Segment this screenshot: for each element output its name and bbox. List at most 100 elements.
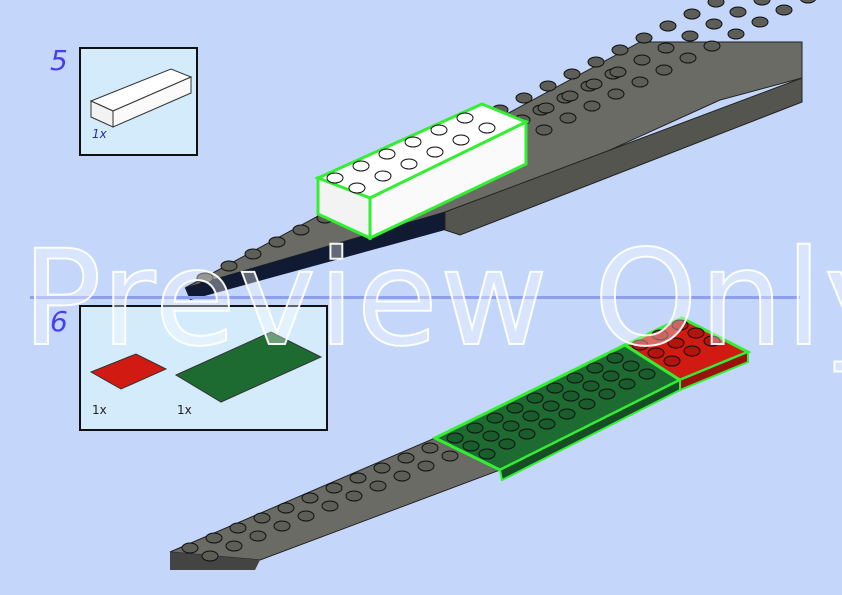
stud bbox=[518, 428, 536, 440]
stud bbox=[775, 4, 793, 16]
stud bbox=[205, 532, 223, 544]
stud bbox=[196, 272, 214, 284]
stud bbox=[397, 452, 415, 464]
stud bbox=[321, 500, 339, 512]
stud bbox=[602, 370, 620, 382]
stud bbox=[566, 372, 584, 384]
stud bbox=[229, 522, 247, 534]
stud bbox=[671, 319, 689, 331]
stud bbox=[348, 182, 366, 194]
watermark: Preview Only bbox=[21, 221, 842, 377]
stud bbox=[539, 80, 557, 92]
step-separator bbox=[30, 296, 800, 299]
stud bbox=[609, 66, 627, 78]
stud bbox=[535, 124, 553, 136]
stud bbox=[181, 542, 199, 554]
stud bbox=[486, 412, 504, 424]
studs-lower bbox=[181, 319, 721, 562]
stud bbox=[561, 90, 579, 102]
stud bbox=[651, 329, 669, 341]
stud bbox=[751, 16, 769, 28]
stud bbox=[598, 388, 616, 400]
stud bbox=[538, 418, 556, 430]
stud bbox=[663, 355, 681, 367]
stud bbox=[273, 520, 291, 532]
stud bbox=[478, 122, 496, 134]
stud bbox=[546, 382, 564, 394]
stud bbox=[679, 52, 697, 64]
stud bbox=[586, 362, 604, 374]
stud bbox=[587, 56, 605, 68]
stud bbox=[268, 236, 286, 248]
white-brick-2x6-part bbox=[89, 68, 193, 128]
stud bbox=[583, 100, 601, 112]
stud bbox=[462, 440, 480, 452]
stud bbox=[301, 492, 319, 504]
stud bbox=[220, 260, 238, 272]
stud bbox=[253, 512, 271, 524]
stud bbox=[417, 460, 435, 472]
stud bbox=[703, 335, 721, 347]
stud bbox=[633, 54, 651, 66]
stud bbox=[349, 472, 367, 484]
stud bbox=[345, 490, 363, 502]
stud bbox=[631, 339, 649, 351]
stud bbox=[683, 8, 701, 20]
stud bbox=[393, 470, 411, 482]
stud bbox=[558, 408, 576, 420]
stud bbox=[618, 378, 636, 390]
stud bbox=[277, 502, 295, 514]
stud bbox=[729, 6, 747, 18]
stud bbox=[482, 430, 500, 442]
stud bbox=[638, 368, 656, 380]
stud bbox=[582, 380, 600, 392]
stud bbox=[681, 30, 699, 42]
stud bbox=[611, 44, 629, 56]
stud bbox=[506, 402, 524, 414]
stud bbox=[373, 462, 391, 474]
stud bbox=[753, 0, 771, 6]
stud bbox=[622, 360, 640, 372]
stud bbox=[452, 134, 470, 146]
stud bbox=[606, 352, 624, 364]
stud bbox=[478, 448, 496, 460]
stud bbox=[502, 420, 520, 432]
white-studs bbox=[326, 112, 496, 194]
stud bbox=[292, 224, 310, 236]
stud bbox=[456, 112, 474, 124]
stud bbox=[498, 438, 516, 450]
stud bbox=[687, 327, 705, 339]
part-quantity: 1x bbox=[92, 403, 107, 417]
stud bbox=[378, 148, 396, 160]
stud bbox=[297, 510, 315, 522]
stud bbox=[703, 40, 721, 52]
stud bbox=[659, 20, 677, 32]
stud bbox=[325, 482, 343, 494]
stud bbox=[441, 450, 459, 462]
stud bbox=[631, 76, 649, 88]
stud bbox=[369, 480, 387, 492]
stud bbox=[326, 172, 344, 184]
step-number: 6 bbox=[50, 305, 68, 338]
stud bbox=[430, 124, 448, 136]
parts-images bbox=[89, 331, 323, 403]
stud bbox=[526, 392, 544, 404]
stud bbox=[635, 32, 653, 44]
stud bbox=[607, 88, 625, 100]
parts-callout-step-6: 1x 1x bbox=[79, 305, 328, 431]
stud bbox=[374, 170, 392, 182]
stud bbox=[249, 530, 267, 542]
stud bbox=[559, 112, 577, 124]
part-quantity: 1x bbox=[92, 127, 107, 141]
stud bbox=[585, 78, 603, 90]
stud bbox=[244, 248, 262, 260]
stud bbox=[404, 136, 422, 148]
stud bbox=[522, 410, 540, 422]
stud bbox=[400, 158, 418, 170]
stud bbox=[657, 42, 675, 54]
stud bbox=[426, 146, 444, 158]
parts-callout-step-5: 1x bbox=[79, 47, 198, 156]
stud bbox=[707, 0, 725, 8]
stud bbox=[563, 68, 581, 80]
stud bbox=[352, 160, 370, 172]
